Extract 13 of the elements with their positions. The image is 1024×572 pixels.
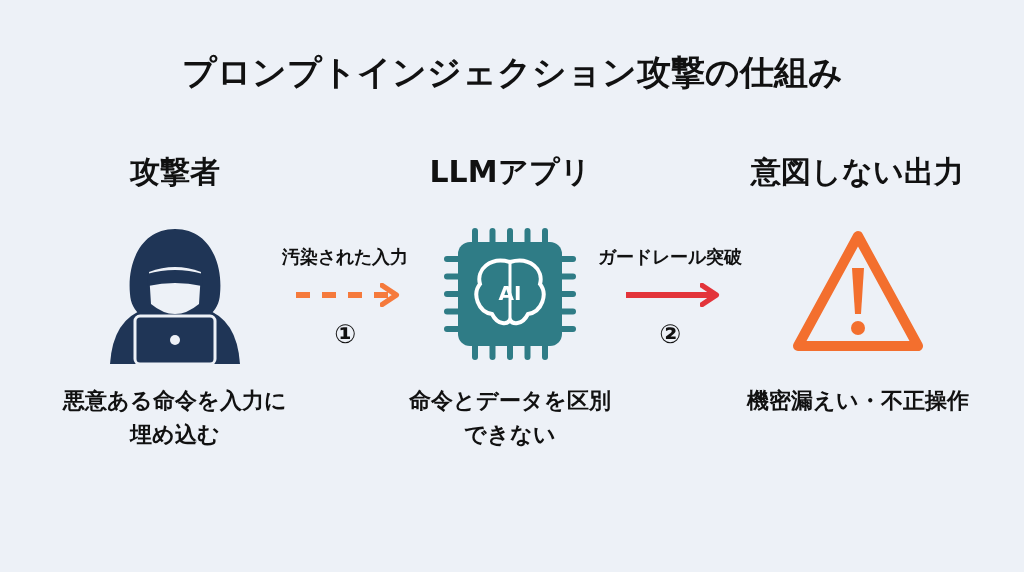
node-heading: 攻撃者 — [128, 153, 221, 191]
step-number: ② — [658, 319, 682, 349]
title: プロンプトインジェクション攻撃の仕組み — [180, 51, 844, 94]
arrow — [626, 282, 720, 308]
node-heading: LLMアプリ — [428, 153, 592, 191]
arrow — [296, 282, 400, 308]
step-number: ① — [333, 319, 357, 349]
edge-label: 汚染された入力 — [281, 245, 409, 269]
node-description: 悪意ある命令を入力に埋め込む — [61, 387, 288, 449]
node-description: 命令とデータを区別できない — [408, 387, 612, 449]
node-heading: 意図しない出力 — [749, 153, 965, 191]
edge-label: ガードレール突破 — [597, 245, 743, 269]
node-description: 機密漏えい・不正操作 — [745, 387, 970, 415]
